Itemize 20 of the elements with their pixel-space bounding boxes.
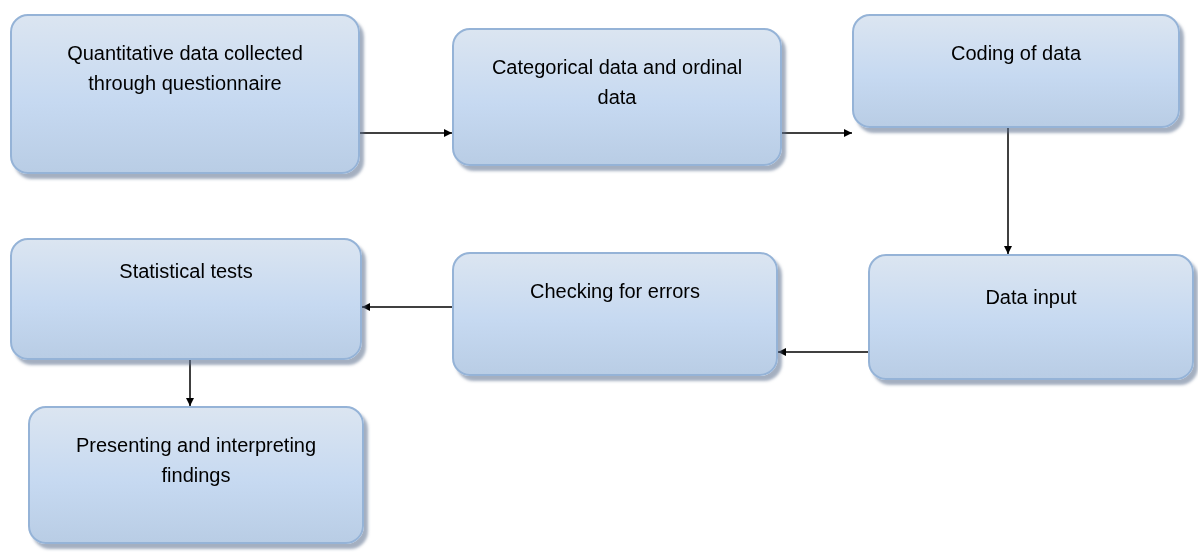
arrow	[777, 348, 869, 356]
arrow	[361, 303, 453, 311]
process-box	[28, 406, 364, 544]
process-box	[452, 28, 782, 166]
process-box	[10, 14, 360, 174]
process-box	[868, 254, 1194, 380]
box-label: Categorical data and ordinal data	[490, 55, 744, 110]
arrow	[186, 359, 194, 407]
box-label: Coding of data	[950, 41, 1082, 66]
arrow	[781, 129, 853, 137]
box-label: Data input	[985, 285, 1077, 310]
box-label: Statistical tests	[119, 259, 253, 284]
arrow	[359, 129, 453, 137]
process-box	[452, 252, 778, 376]
process-box	[10, 238, 362, 360]
arrow	[1004, 127, 1012, 255]
box-label: Presenting and interpreting findings	[74, 433, 318, 488]
box-label: Quantitative data collected through questionnaire	[66, 41, 304, 96]
box-label: Checking for errors	[529, 279, 701, 304]
process-box	[852, 14, 1180, 128]
